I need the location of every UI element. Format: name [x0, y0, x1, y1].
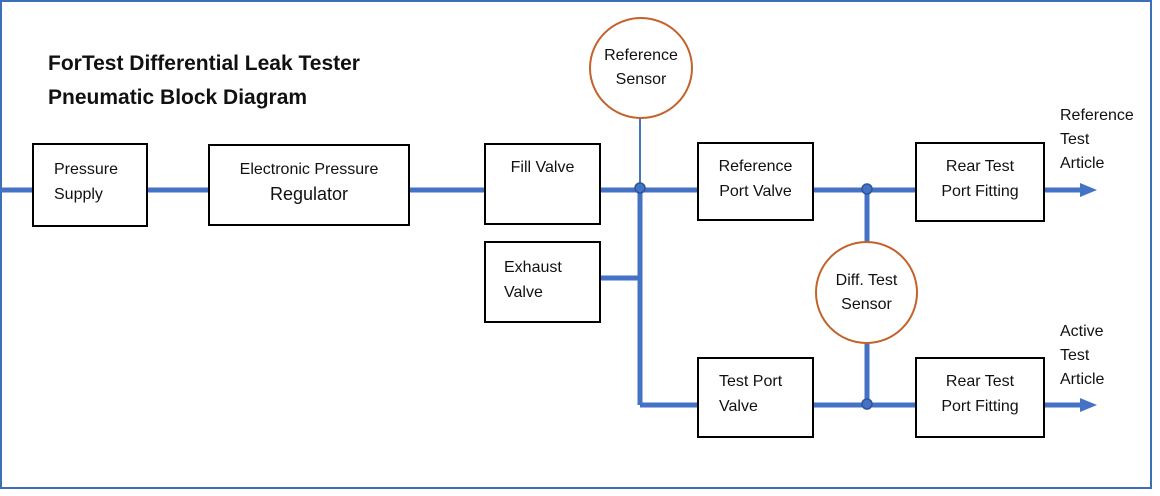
- rear-fitting-bottom-label-1: Rear Test: [945, 373, 1015, 390]
- reference-sensor: Reference Sensor: [589, 17, 693, 119]
- reference-test-article-label: Reference Test Article: [1060, 104, 1134, 176]
- active-article-line-1: Active: [1060, 323, 1104, 340]
- junction-dot-ref: [861, 183, 873, 195]
- reference-port-valve-block: Reference Port Valve: [697, 142, 814, 221]
- rear-fitting-top-label-1: Rear Test: [945, 158, 1015, 175]
- test-port-valve-block: Test Port Valve: [697, 357, 814, 438]
- rear-fitting-top-label-2: Port Fitting: [941, 183, 1019, 200]
- test-port-valve-label-2: Valve: [719, 398, 758, 415]
- junction-dot-fill: [634, 182, 646, 194]
- pressure-supply-label-1: Pressure: [54, 161, 119, 178]
- fill-valve-block: Fill Valve: [484, 143, 601, 225]
- diagram-frame: [0, 0, 1152, 489]
- exhaust-valve-label-2: Valve: [504, 284, 543, 301]
- electronic-pressure-regulator-block: Electronic Pressure Regulator: [208, 144, 410, 226]
- reference-article-line-2: Test: [1060, 131, 1090, 148]
- exhaust-valve-block: Exhaust Valve: [484, 241, 601, 323]
- active-article-line-3: Article: [1060, 371, 1105, 388]
- pressure-supply-block: Pressure Supply: [32, 143, 148, 227]
- fill-valve-label: Fill Valve: [510, 159, 575, 176]
- rear-test-port-fitting-active-block: Rear Test Port Fitting: [915, 357, 1045, 438]
- diff-test-sensor: Diff. Test Sensor: [815, 241, 918, 344]
- reference-article-line-1: Reference: [1060, 107, 1134, 124]
- rear-test-port-fitting-reference-block: Rear Test Port Fitting: [915, 142, 1045, 222]
- arrow-reference-out-icon: [1080, 183, 1097, 197]
- reference-port-valve-label-2: Port Valve: [719, 183, 792, 200]
- diagram-title-line1: ForTest Differential Leak Tester: [48, 52, 360, 75]
- arrow-active-out-icon: [1080, 398, 1097, 412]
- reference-port-valve-label-1: Reference: [718, 158, 793, 175]
- diagram-title-line2: Pneumatic Block Diagram: [48, 86, 308, 109]
- active-article-line-2: Test: [1060, 347, 1090, 364]
- active-test-article-label: Active Test Article: [1060, 320, 1104, 392]
- rear-fitting-bottom-label-2: Port Fitting: [941, 398, 1019, 415]
- diff-test-sensor-label-2: Sensor: [841, 295, 892, 313]
- test-port-valve-label-1: Test Port: [719, 373, 783, 390]
- junction-dot-test: [861, 398, 873, 410]
- reference-sensor-label-2: Sensor: [615, 71, 667, 88]
- regulator-label-2: Regulator: [269, 184, 349, 204]
- reference-sensor-label-1: Reference: [604, 47, 678, 64]
- reference-article-line-3: Article: [1060, 155, 1105, 172]
- regulator-label-1: Electronic Pressure: [239, 161, 379, 178]
- diff-test-sensor-label-1: Diff. Test: [835, 271, 898, 289]
- pressure-supply-label-2: Supply: [54, 186, 103, 203]
- exhaust-valve-label-1: Exhaust: [504, 259, 562, 276]
